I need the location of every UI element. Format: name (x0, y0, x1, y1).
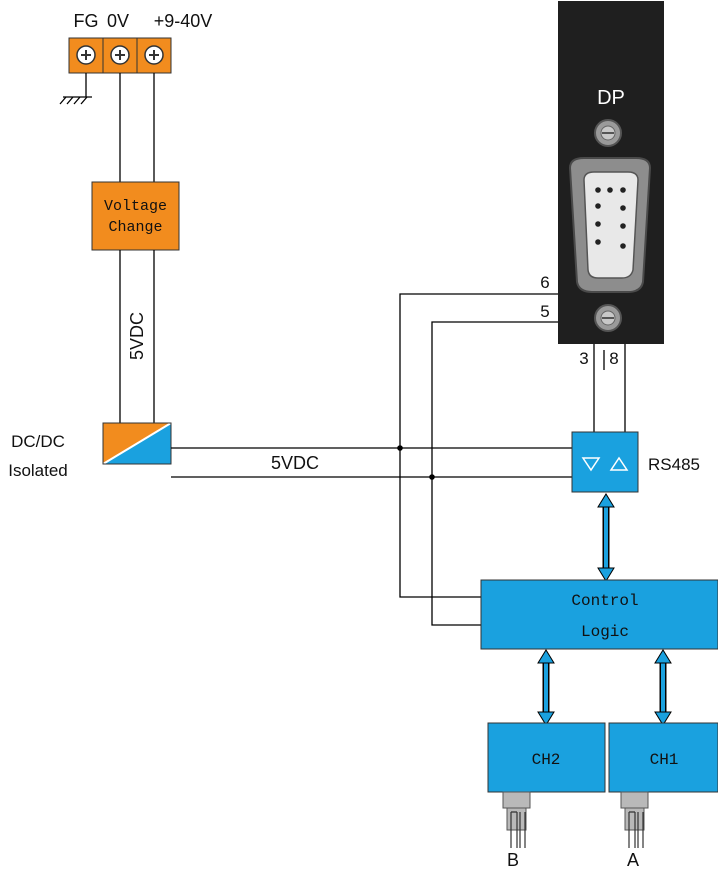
vertical-5vdc-label: 5VDC (127, 312, 147, 360)
port-label-b: B (507, 850, 519, 870)
rs485-block: RS485 (571, 431, 700, 493)
fiber-connector-b-icon (502, 791, 531, 848)
bidirectional-arrow-icon (597, 493, 615, 582)
input-power-wires (119, 73, 155, 182)
horizontal-5vdc-label: 5VDC (271, 453, 319, 473)
screw-terminal-icon (110, 45, 130, 65)
power-terminal-block: FG 0V +9-40V (68, 11, 213, 74)
bidirectional-arrow-icon (654, 649, 672, 726)
screw-icon (594, 304, 622, 332)
transmit-triangle-icon (609, 456, 629, 471)
horizontal-5vdc-wires (171, 447, 572, 478)
channel-ch1-block: CH1 (608, 722, 718, 793)
dp-connector: DP (528, 1, 664, 374)
dcdc-label-line2: Isolated (8, 461, 68, 480)
control-logic-line1: Control (571, 592, 638, 610)
screw-icon (594, 119, 622, 147)
vertical-5vdc-wires (119, 250, 155, 423)
voltage-change-line1: Voltage (104, 198, 167, 215)
dp-pin-8-label: 8 (609, 349, 618, 368)
dp-rs485-wires (593, 344, 626, 432)
channel-label: CH2 (532, 751, 561, 769)
screw-terminal-icon (144, 45, 164, 65)
dp-control-wires (399, 293, 558, 626)
ground-icon (59, 73, 92, 105)
control-logic-block: Control Logic (480, 579, 718, 650)
fiber-connector-a-icon (620, 791, 649, 848)
control-logic-line2: Logic (581, 623, 629, 641)
dp-pin-3-label: 3 (579, 349, 588, 368)
terminal-label-0v: 0V (107, 11, 129, 31)
dp-title: DP (597, 87, 625, 109)
dsub-9-icon (568, 157, 652, 293)
port-label-a: A (627, 850, 639, 870)
screw-terminal-icon (76, 45, 96, 65)
voltage-change-line2: Change (108, 219, 162, 236)
terminal-label-supply: +9-40V (154, 11, 213, 31)
rs485-label: RS485 (648, 455, 700, 474)
channel-label: CH1 (650, 751, 679, 769)
receive-triangle-icon (581, 457, 601, 472)
dp-pin-6-label: 6 (540, 273, 549, 292)
dp-pin-5-label: 5 (540, 302, 549, 321)
channel-ch2-block: CH2 (487, 722, 606, 793)
dcdc-label-line1: DC/DC (11, 432, 65, 451)
dcdc-isolator-block: DC/DC Isolated (8, 422, 172, 480)
bidirectional-arrow-icon (537, 649, 555, 726)
terminal-label-fg: FG (74, 11, 99, 31)
voltage-change-block: Voltage Change (91, 181, 180, 251)
